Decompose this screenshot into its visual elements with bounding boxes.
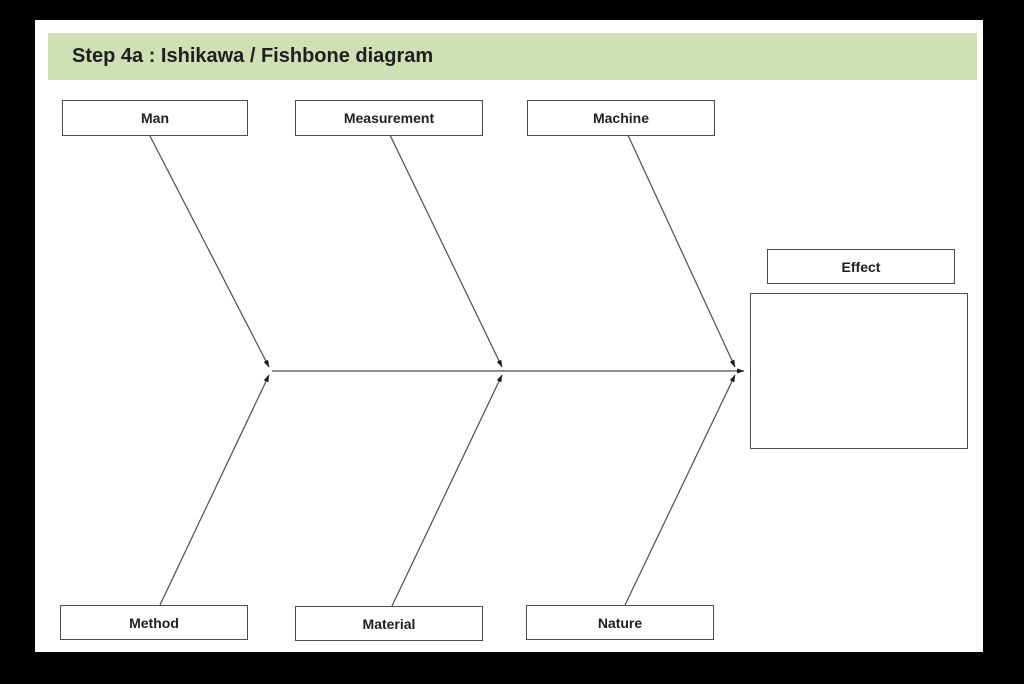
cause-box-machine: Machine [527, 100, 715, 136]
cause-label-nature: Nature [597, 614, 643, 631]
cause-label-machine: Machine [592, 110, 649, 126]
cause-label-material: Material [362, 615, 416, 632]
cause-box-material: Material [295, 606, 483, 641]
page-title: Step 4a : Ishikawa / Fishbone diagram [72, 45, 434, 67]
cause-label-method: Method [129, 614, 179, 631]
cause-box-man: Man [62, 100, 248, 136]
cause-label-measurement: Measurement [343, 110, 435, 126]
cause-label-man: Man [141, 110, 169, 126]
cause-box-nature: Nature [526, 605, 714, 640]
effect-label-box: Effect [767, 249, 955, 284]
cause-box-method: Method [60, 605, 248, 640]
cause-box-measurement: Measurement [295, 100, 483, 136]
effect-label: Effect [841, 258, 881, 275]
effect-content-box [750, 293, 968, 449]
header-bar: Step 4a : Ishikawa / Fishbone diagram [48, 33, 977, 80]
